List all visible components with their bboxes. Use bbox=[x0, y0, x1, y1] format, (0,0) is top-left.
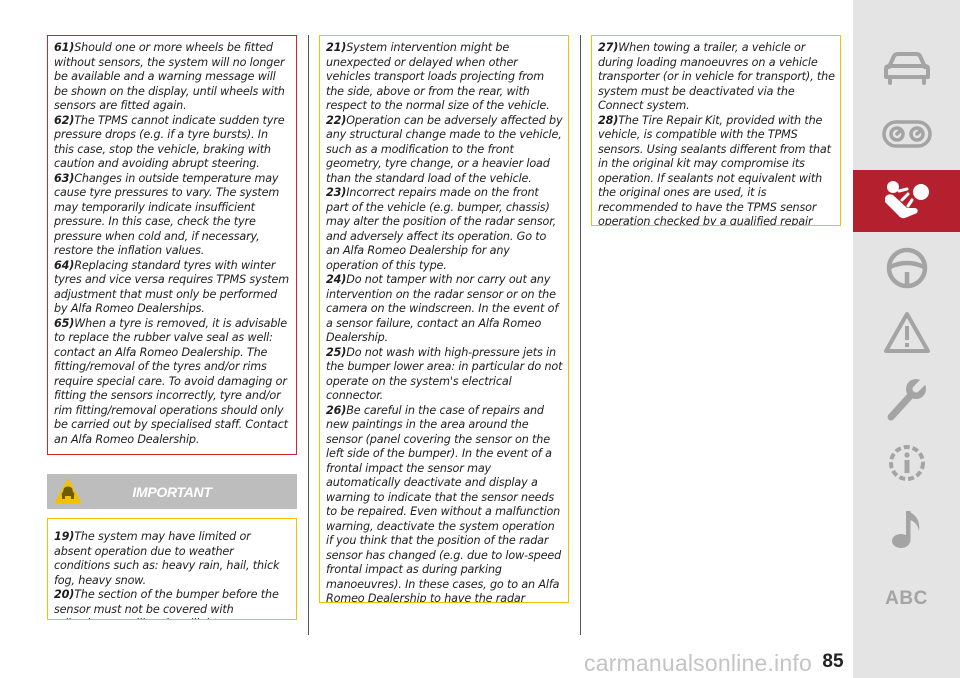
sidebar-item-driving[interactable] bbox=[853, 237, 960, 299]
sidebar-item-safety[interactable] bbox=[853, 170, 960, 232]
info-gear-icon bbox=[888, 445, 925, 481]
page-number: 85 bbox=[822, 651, 844, 672]
watermark: carmanualsonline.info bbox=[584, 650, 812, 676]
note-20: 20)The section of the bumper before the … bbox=[54, 588, 279, 619]
passenger-airbag-icon bbox=[884, 181, 929, 219]
important-notes: 19)The system may have limited or absent… bbox=[47, 518, 297, 620]
steering-wheel-icon bbox=[886, 247, 927, 289]
warning-notes-column-1: 61)Should one or more wheels be fitted w… bbox=[47, 35, 297, 455]
note-19: 19)The system may have limited or absent… bbox=[54, 530, 280, 587]
important-warning-icon bbox=[54, 478, 82, 504]
important-banner: IMPORTANT bbox=[47, 474, 297, 509]
note-24: 24)Do not tamper with nor carry out any … bbox=[326, 273, 559, 344]
sidebar-item-emergency[interactable] bbox=[853, 302, 960, 364]
note-62: 62)The TPMS cannot indicate sudden tyre … bbox=[54, 113, 285, 171]
note-63: 63)Changes in outside temperature may ca… bbox=[54, 171, 280, 258]
sidebar-item-instruments[interactable] bbox=[853, 103, 960, 165]
note-65: 65)When a tyre is removed, it is advisab… bbox=[54, 316, 288, 446]
sidebar-item-vehicle[interactable] bbox=[853, 38, 960, 100]
sidebar-item-maintenance[interactable] bbox=[853, 368, 960, 430]
music-note-icon bbox=[891, 511, 919, 548]
note-22: 22)Operation can be adversely affected b… bbox=[326, 113, 563, 185]
wrench-icon bbox=[887, 376, 928, 421]
column-divider-1 bbox=[308, 35, 309, 635]
warning-triangle-icon bbox=[883, 312, 930, 353]
dashboard-gauges-icon bbox=[881, 120, 932, 148]
note-21: 21)System intervention might be unexpect… bbox=[326, 41, 550, 112]
sidebar-item-multimedia[interactable] bbox=[853, 498, 960, 560]
section-sidebar: ABC bbox=[853, 0, 960, 678]
note-27: 27)When towing a trailer, a vehicle or d… bbox=[598, 41, 835, 112]
note-25: 25)Do not wash with high-pressure jets i… bbox=[326, 345, 563, 403]
note-26: 26)Be careful in the case of repairs and… bbox=[326, 403, 562, 603]
note-64: 64)Replacing standard tyres with winter … bbox=[54, 258, 289, 316]
column-divider-2 bbox=[580, 35, 581, 635]
sidebar-item-index[interactable]: ABC bbox=[853, 568, 960, 630]
car-icon bbox=[883, 52, 930, 85]
note-61: 61)Should one or more wheels be fitted w… bbox=[54, 41, 285, 112]
abc-label: ABC bbox=[885, 588, 928, 609]
important-title: IMPORTANT bbox=[132, 483, 212, 500]
note-23: 23)Incorrect repairs made on the front p… bbox=[326, 186, 557, 272]
note-28: 28)The Tire Repair Kit, provided with th… bbox=[598, 113, 831, 226]
important-notes-column-2: 21)System intervention might be unexpect… bbox=[319, 35, 569, 603]
important-notes-column-3: 27)When towing a trailer, a vehicle or d… bbox=[591, 35, 841, 226]
sidebar-item-technical-data[interactable] bbox=[853, 432, 960, 494]
